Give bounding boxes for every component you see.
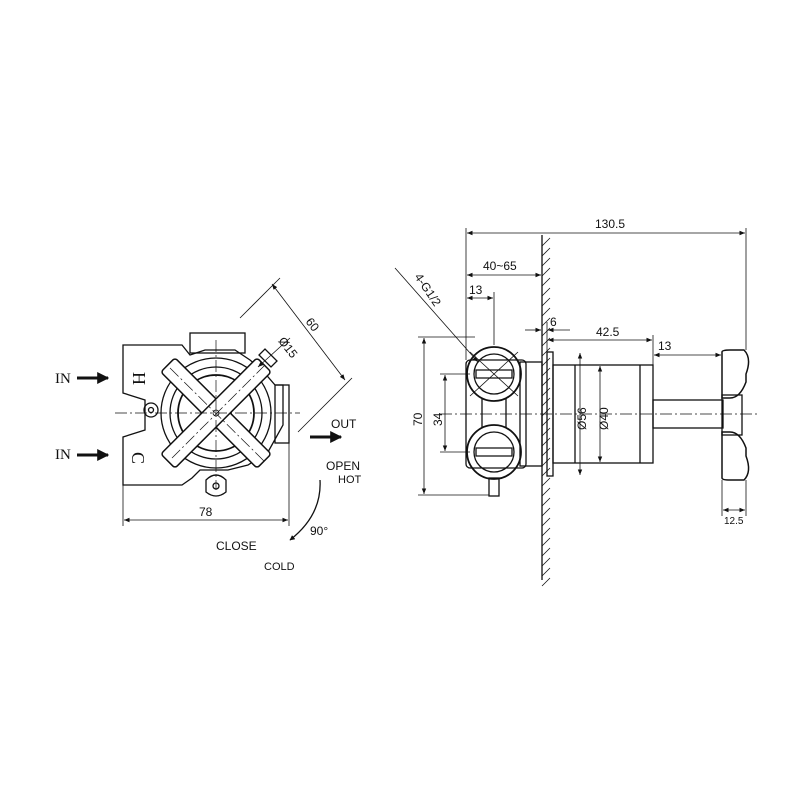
dim-handle-span-label: 60 xyxy=(303,315,322,334)
hot-marking: H xyxy=(129,372,149,385)
dim-thread-label: 4-G1/2 xyxy=(412,271,444,310)
wall-hatch xyxy=(541,447,551,457)
wall-hatch xyxy=(541,437,551,447)
wall-hatch xyxy=(541,317,551,327)
mounting-lug-left xyxy=(143,402,159,418)
wall-hatch xyxy=(541,487,551,497)
dim-wall-depth-label: 40~65 xyxy=(483,259,517,273)
side-view: 130.5 40~65 4-G1/2 13 6 42. xyxy=(394,217,760,587)
wall-hatch xyxy=(541,397,551,407)
wall-hatch xyxy=(541,237,551,247)
wall-hatch xyxy=(541,247,551,257)
dim-wall-gap-label: 6 xyxy=(550,315,557,329)
wall-hatch xyxy=(541,257,551,267)
wall-hatch xyxy=(541,367,551,377)
wall-hatch xyxy=(541,497,551,507)
dim-body-diameter: Ø40 xyxy=(597,366,611,462)
dim-handle-length: 13 xyxy=(654,339,721,358)
side-handle xyxy=(721,349,750,481)
dim-flange-diameter-label: Ø56 xyxy=(575,407,589,430)
hot-label: HOT xyxy=(338,474,362,486)
dim-body-length-label: 42.5 xyxy=(596,325,620,339)
wall-hatch xyxy=(541,337,551,347)
wall-hatch xyxy=(541,267,551,277)
rotation-angle-label: 90° xyxy=(310,524,328,538)
dim-flange-diameter: Ø56 xyxy=(575,353,589,475)
wall-hatch xyxy=(541,427,551,437)
wall-hatch xyxy=(541,517,551,527)
dim-body-length: 42.5 xyxy=(548,325,654,365)
dim-height: 70 xyxy=(411,336,489,496)
wall-hatch xyxy=(541,537,551,547)
wall-hatch xyxy=(541,287,551,297)
wall-hatch xyxy=(541,547,551,557)
cold-label: COLD xyxy=(264,561,295,573)
dim-port-offset-label: 13 xyxy=(469,283,483,297)
wall-hatch xyxy=(541,307,551,317)
wall-hatch xyxy=(541,577,551,587)
lower-port xyxy=(466,424,522,480)
close-label: CLOSE xyxy=(216,539,257,553)
dim-width-label: 78 xyxy=(199,505,213,519)
wall-hatch xyxy=(541,557,551,567)
wall-hatch xyxy=(541,567,551,577)
dim-handle-length-label: 13 xyxy=(658,339,672,353)
cold-marking: C xyxy=(128,452,148,464)
dim-overall-length: 130.5 xyxy=(465,217,747,360)
outlet-boss xyxy=(274,384,290,444)
dim-width: 78 xyxy=(122,443,290,526)
wall-hatch xyxy=(541,277,551,287)
dim-overall-length-label: 130.5 xyxy=(595,217,625,231)
wall-hatch xyxy=(541,457,551,467)
dim-height-label: 70 xyxy=(411,412,425,426)
wall xyxy=(541,235,551,587)
wall-hatch xyxy=(541,467,551,477)
wall-hatch xyxy=(541,477,551,487)
wall-hatch xyxy=(541,297,551,307)
wall-hatch xyxy=(541,327,551,337)
dim-wall-gap: 6 xyxy=(525,315,570,352)
dim-handle-thickness-label: 12.5 xyxy=(724,516,744,527)
dim-handle-diameter: Ø15 xyxy=(257,334,301,368)
wall-hatch xyxy=(541,507,551,517)
wall-hatch xyxy=(541,347,551,357)
dim-port-offset: 13 xyxy=(467,283,495,345)
wall-hatch xyxy=(541,357,551,367)
dim-handle-diameter-label: Ø15 xyxy=(275,334,300,361)
upper-port xyxy=(466,346,522,402)
dim-handle-thickness: 12.5 xyxy=(721,480,747,527)
wall-hatch xyxy=(541,387,551,397)
dim-port-spacing-label: 34 xyxy=(431,412,445,426)
dim-thread: 4-G1/2 xyxy=(394,267,479,363)
wall-hatch xyxy=(541,417,551,427)
open-label: OPEN xyxy=(326,459,360,473)
top-port-fitting xyxy=(189,332,246,354)
dim-body-diameter-label: Ø40 xyxy=(597,407,611,430)
dim-port-spacing: 34 xyxy=(431,373,470,453)
dim-wall-depth: 40~65 xyxy=(467,259,541,278)
wall-hatch xyxy=(541,527,551,537)
inlet-hot-label: IN xyxy=(55,371,71,387)
wall-hatch xyxy=(541,377,551,387)
outlet-label: OUT xyxy=(331,417,357,431)
front-view: H C IN IN OUT 78 60 Ø15 xyxy=(55,277,362,573)
bottom-stud xyxy=(488,477,500,497)
rotation-indicator: OPEN HOT 90° CLOSE COLD xyxy=(216,459,362,573)
wall-hatch xyxy=(541,407,551,417)
inlet-cold-label: IN xyxy=(55,447,71,463)
